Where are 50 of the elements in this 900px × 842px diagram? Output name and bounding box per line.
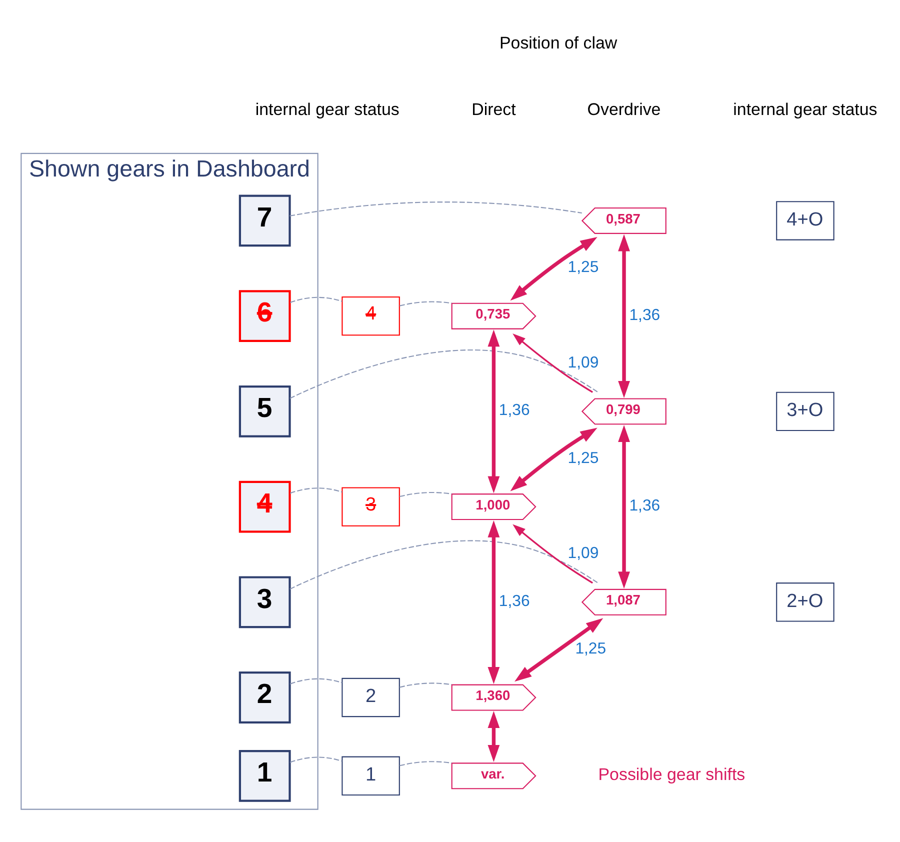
node-box: 2+O bbox=[776, 582, 834, 622]
arrow bbox=[618, 424, 630, 588]
connector bbox=[290, 296, 342, 303]
edge-label: 1,09 bbox=[568, 544, 599, 562]
arrow bbox=[514, 618, 604, 682]
edge-label: 1,25 bbox=[575, 640, 606, 658]
edge-label: 1,36 bbox=[498, 402, 530, 419]
arrow bbox=[512, 333, 594, 392]
connector bbox=[400, 760, 452, 766]
connector bbox=[400, 682, 452, 688]
edge-label: 1,36 bbox=[629, 497, 660, 514]
node-box: 4 bbox=[342, 296, 400, 336]
connector bbox=[290, 540, 598, 590]
connector bbox=[290, 201, 582, 216]
label: internal gear status bbox=[733, 100, 878, 119]
connector bbox=[290, 756, 342, 762]
edge-label: 1,36 bbox=[629, 306, 660, 324]
connector bbox=[400, 491, 452, 497]
edge-label: 1,09 bbox=[568, 354, 599, 371]
edge-label: 1,36 bbox=[498, 592, 530, 610]
node-box: 1 bbox=[342, 756, 400, 795]
label: Overdrive bbox=[587, 100, 661, 119]
label: Position of claw bbox=[499, 32, 618, 52]
connector bbox=[400, 300, 452, 306]
node-box: 1 bbox=[238, 749, 291, 802]
node-box: 4 bbox=[238, 480, 291, 532]
arrow bbox=[488, 520, 500, 684]
edge-label: 1,25 bbox=[568, 258, 599, 276]
connector bbox=[290, 678, 342, 684]
connector bbox=[290, 487, 342, 494]
label: Possible gear shifts bbox=[598, 764, 746, 784]
node-box: 3 bbox=[342, 486, 400, 526]
node-box: 3+O bbox=[776, 391, 834, 431]
node-box: 4+O bbox=[776, 200, 834, 240]
arrow bbox=[510, 427, 598, 491]
node-box: 7 bbox=[238, 194, 291, 246]
arrow bbox=[488, 329, 500, 493]
node-box: 3 bbox=[238, 576, 291, 628]
node-box: 2 bbox=[238, 671, 291, 723]
node-box: 5 bbox=[238, 384, 291, 437]
arrow bbox=[488, 710, 500, 762]
label: Direct bbox=[472, 100, 516, 119]
node-box: 6 bbox=[238, 290, 291, 342]
arrow bbox=[510, 236, 598, 300]
label: internal gear status bbox=[255, 100, 400, 119]
connector bbox=[290, 349, 598, 398]
arrow bbox=[512, 524, 594, 584]
node-box: 2 bbox=[342, 677, 400, 717]
edge-label: 1,25 bbox=[568, 449, 599, 466]
arrow bbox=[618, 234, 630, 398]
